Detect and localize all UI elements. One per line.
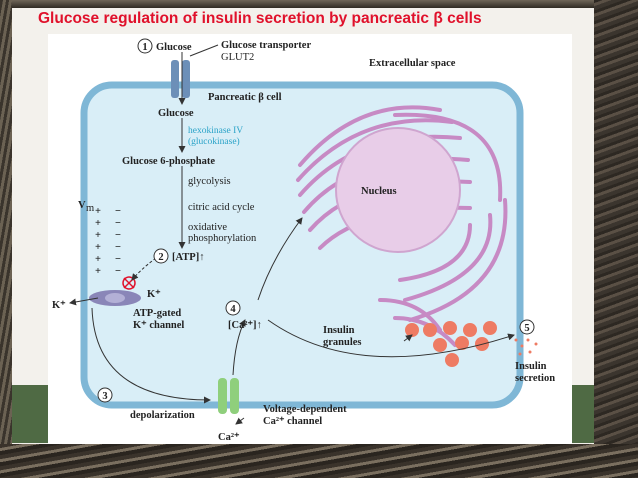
step-markers [97, 38, 535, 403]
glut2-label-line2: GLUT2 [221, 52, 254, 63]
arrow-depolarization [91, 307, 211, 404]
granules-label-line1: Insulin [323, 325, 355, 336]
secretion-label-line2: secretion [515, 373, 555, 384]
nucleus-label: Nucleus [361, 186, 397, 197]
step-3: 3 [102, 391, 107, 402]
slide-frame-left [0, 0, 12, 478]
plus-sign: + [95, 242, 101, 253]
plus-sign: + [95, 230, 101, 241]
voltage-dependent-ca-channel [218, 378, 239, 414]
plus-sign: + [95, 206, 101, 217]
katp-label-line2: K⁺ channel [133, 320, 184, 331]
membrane-potential-signs: + + + + + + − − − − − − [95, 206, 121, 277]
plus-sign: + [95, 254, 101, 265]
vm-subscript: m [86, 203, 94, 214]
slide-title: Glucose regulation of insulin secretion … [38, 10, 482, 27]
insulin-granules [405, 321, 497, 367]
depolarization-label: depolarization [130, 410, 195, 421]
slide-frame-bottom [0, 444, 638, 478]
arrow-granule-pointer [403, 334, 413, 342]
glut2-transporter [171, 60, 190, 98]
arrow-ca-to-secretion [267, 319, 515, 358]
katp-label-line1: ATP-gated [133, 308, 181, 319]
glut2-label-line1: Glucose transporter [221, 40, 311, 51]
nucleus [335, 127, 461, 253]
glut2-pointer [189, 44, 219, 57]
minus-sign: − [115, 230, 121, 241]
k-intracellular-label: K⁺ [147, 289, 161, 300]
glucose-extracellular-label: Glucose [156, 42, 192, 53]
hexokinase-label-line1: hexokinase IV [188, 126, 243, 136]
oxidative-label-line1: oxidative [188, 222, 227, 233]
calcium-extracellular-label: Ca²⁺ [218, 432, 240, 443]
slide-frame-right [594, 0, 638, 478]
hexokinase-label-line2: (glucokinase) [188, 136, 240, 147]
minus-sign: − [115, 218, 121, 229]
minus-sign: − [115, 266, 121, 277]
minus-sign: − [115, 242, 121, 253]
oxidative-label-line2: phosphorylation [188, 233, 257, 244]
vm-label: V [78, 200, 86, 211]
calcium-rise-label: [Ca²⁺]↑ [228, 320, 262, 331]
arrow-k-efflux [69, 297, 99, 306]
arrow-ca-to-granules [257, 217, 303, 301]
glucose-6-phosphate-label: Glucose 6-phosphate [122, 156, 215, 167]
glycolysis-label: glycolysis [188, 176, 231, 187]
secretion-label-line1: Insulin [515, 361, 547, 372]
minus-sign: − [115, 254, 121, 265]
katp-channel [89, 290, 141, 306]
extracellular-space-label: Extracellular space [369, 58, 456, 69]
vdcc-label-line2: Ca²⁺ channel [263, 416, 322, 427]
step-2: 2 [158, 252, 163, 263]
vdcc-label-line1: Voltage-dependent [263, 404, 347, 415]
step-1: 1 [142, 42, 147, 53]
arrow-vdcc-pointer [235, 417, 245, 425]
k-extracellular-label: K⁺ [52, 300, 66, 311]
slide-accent-band-right [572, 385, 594, 443]
plus-sign: + [95, 266, 101, 277]
atp-label: [ATP]↑ [172, 252, 204, 263]
granules-label-line2: granules [323, 337, 362, 348]
secreted-insulin-dots [514, 338, 538, 356]
cell-name-label: Pancreatic β cell [208, 92, 282, 103]
arrow-ca-influx [232, 319, 246, 376]
arrow-atp-to-channel [131, 257, 157, 281]
step-5: 5 [524, 323, 529, 334]
plus-sign: + [95, 218, 101, 229]
citric-acid-cycle-label: citric acid cycle [188, 202, 255, 213]
step-4: 4 [230, 304, 236, 315]
slide-frame-top [0, 0, 638, 8]
minus-sign: − [115, 206, 121, 217]
glucose-inside-label: Glucose [158, 108, 194, 119]
